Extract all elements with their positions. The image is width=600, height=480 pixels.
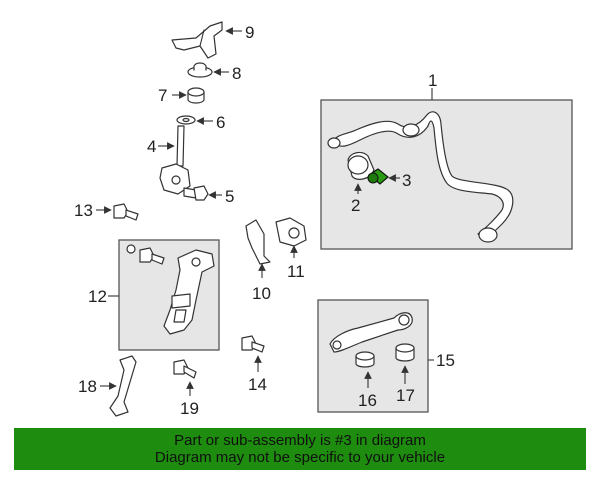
callout-16: 16 xyxy=(358,391,377,410)
info-banner: Part or sub-assembly is #3 in diagram Di… xyxy=(14,428,586,470)
stabilizer-bar-assembly-box xyxy=(320,99,573,250)
washer-8[interactable] xyxy=(187,62,213,78)
bushing-16[interactable] xyxy=(355,351,375,368)
callout-19: 19 xyxy=(180,399,199,418)
lower-arm-assembly-box xyxy=(317,299,429,413)
stabilizer-link-4[interactable] xyxy=(159,125,191,195)
bolt-19[interactable] xyxy=(173,359,197,379)
callout-11: 11 xyxy=(287,262,305,281)
mount-bracket-9[interactable] xyxy=(171,21,223,59)
callout-12: 12 xyxy=(88,287,107,306)
callout-17: 17 xyxy=(396,386,415,405)
stabilizer-bushing-2[interactable] xyxy=(347,151,375,180)
washer-6[interactable] xyxy=(176,115,196,125)
callout-18: 18 xyxy=(78,377,97,396)
bolt-14[interactable] xyxy=(241,335,265,353)
lower-control-arm[interactable] xyxy=(329,312,413,353)
callout-1: 1 xyxy=(428,71,437,90)
bolt-13[interactable] xyxy=(113,203,139,221)
bolt-5[interactable] xyxy=(183,185,209,201)
callout-7: 7 xyxy=(158,86,167,105)
callout-13: 13 xyxy=(74,201,93,220)
stabilizer-bushing-3-highlighted[interactable] xyxy=(367,168,389,185)
callout-9: 9 xyxy=(245,23,254,42)
link-18[interactable] xyxy=(109,355,137,417)
callout-6: 6 xyxy=(216,113,225,132)
banner-line-1: Part or sub-assembly is #3 in diagram xyxy=(174,432,426,449)
callout-15: 15 xyxy=(436,351,455,370)
bushing-7[interactable] xyxy=(187,87,205,104)
clip-11[interactable] xyxy=(275,217,307,247)
callout-4: 4 xyxy=(147,137,156,156)
bracket-10[interactable] xyxy=(245,219,271,265)
bushing-17[interactable] xyxy=(395,343,415,362)
banner-line-2: Diagram may not be specific to your vehi… xyxy=(154,449,446,466)
callout-2: 2 xyxy=(351,196,360,215)
callout-8: 8 xyxy=(232,64,241,83)
callout-3: 3 xyxy=(402,171,411,190)
callout-5: 5 xyxy=(225,187,234,206)
sensor-assembly-box xyxy=(118,239,220,351)
callout-14: 14 xyxy=(248,375,267,394)
callout-10: 10 xyxy=(252,284,271,303)
